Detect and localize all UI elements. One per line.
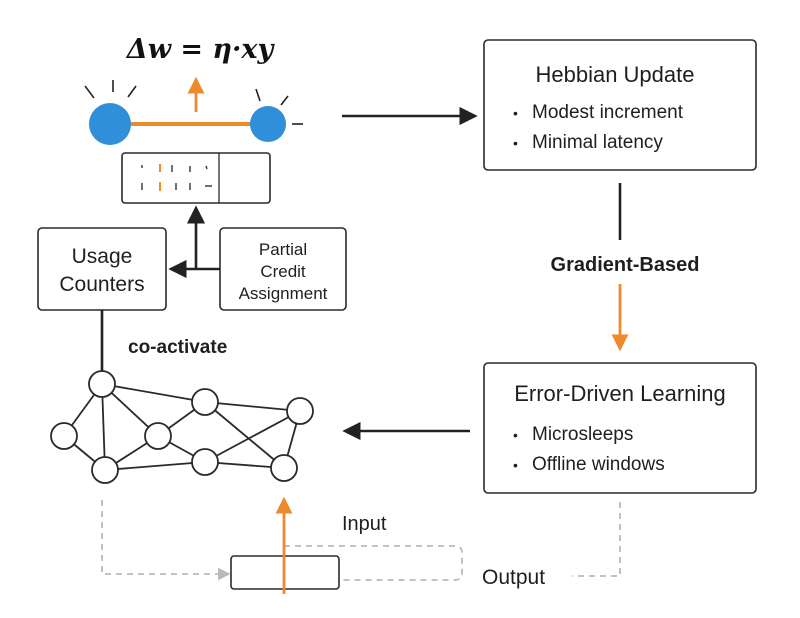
partial-credit-line-2: Credit (260, 262, 306, 281)
hebbian-bullet-1-dot: • (513, 105, 518, 121)
network-to-io-dashed-path (101, 500, 231, 581)
error-bullet-2-dot: • (513, 457, 518, 473)
network-node (88, 370, 116, 398)
hebbian-formula: Δw = η·xy (125, 34, 276, 65)
postsynaptic-neuron (250, 106, 286, 142)
error-bullet-2: Offline windows (532, 454, 665, 475)
presynaptic-neuron (89, 103, 131, 145)
network-node (191, 388, 219, 416)
activity-ticks (84, 80, 303, 125)
spike-raster (121, 152, 271, 204)
partial-credit-line-3: Assignment (239, 284, 328, 303)
partial-credit-box: Partial Credit Assignment (219, 227, 347, 311)
hebbian-update-title: Hebbian Update (535, 62, 694, 87)
hebbian-bullet-2: Minimal latency (532, 132, 663, 153)
co-activate-label: co-activate (128, 337, 227, 358)
network-node (144, 422, 172, 450)
partial-credit-line-1: Partial (259, 240, 307, 259)
error-bullet-1-dot: • (513, 427, 518, 443)
neural-network (50, 370, 314, 484)
network-node (270, 454, 298, 482)
error-bullet-1: Microsleeps (532, 424, 633, 445)
input-label: Input (342, 513, 387, 535)
io-loop-dashed-path (284, 545, 463, 581)
usage-counters-line-2: Counters (59, 273, 144, 296)
hebbian-update-box: Hebbian Update • Modest increment • Mini… (483, 39, 757, 171)
network-node (91, 456, 119, 484)
error-to-output-dashed-path (572, 502, 621, 577)
hebbian-bullet-2-dot: • (513, 135, 518, 151)
network-node (191, 448, 219, 476)
usage-counters-line-1: Usage (72, 245, 133, 268)
network-node (50, 422, 78, 450)
output-label: Output (482, 566, 545, 589)
gradient-based-label: Gradient-Based (551, 254, 700, 276)
error-driven-learning-box: Error-Driven Learning • Microsleeps • Of… (483, 362, 757, 494)
error-driven-title: Error-Driven Learning (514, 381, 726, 406)
usage-counters-box: Usage Counters (37, 227, 167, 311)
hebbian-bullet-1: Modest increment (532, 102, 684, 123)
synapse-diagram (84, 80, 303, 145)
network-node (286, 397, 314, 425)
